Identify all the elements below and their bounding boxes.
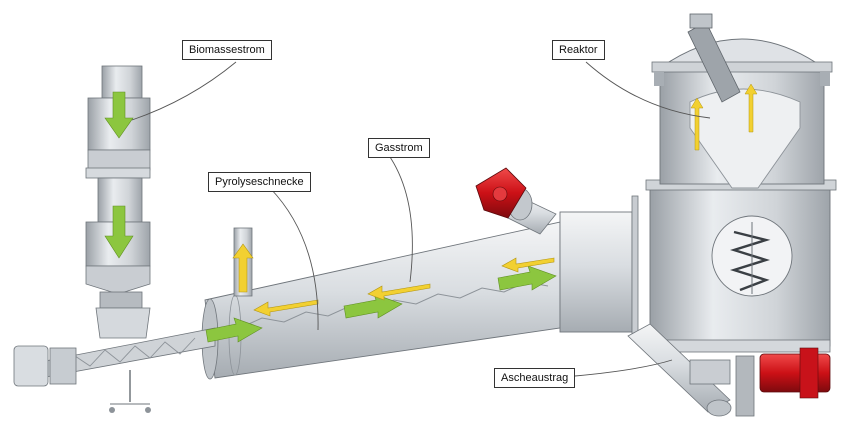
label-gas-stream: Gasstrom: [368, 138, 430, 158]
flow-arrow-yellow: [232, 243, 254, 293]
flow-arrow-green: [343, 293, 403, 319]
label-biomass-stream: Biomassestrom: [182, 40, 272, 60]
flow-arrow-green: [205, 317, 263, 343]
label-reactor: Reaktor: [552, 40, 605, 60]
label-pyrolysis-screw: Pyrolyseschnecke: [208, 172, 311, 192]
reactor-housing: [559, 38, 837, 353]
geared-motor-red-upper: [475, 167, 527, 219]
flow-arrow-green: [104, 205, 134, 259]
flow-arrow-yellow: [253, 299, 319, 317]
geared-motor-red-lower: [759, 347, 831, 399]
ash-discharge-pipe: [627, 323, 732, 417]
label-ash-discharge: Ascheaustrag: [494, 368, 576, 388]
flow-arrow-yellow: [690, 97, 704, 151]
reactor-feed-pipe: [687, 13, 741, 103]
callout-leader-lines: [131, 61, 711, 377]
flow-arrow-yellow: [501, 257, 555, 273]
flow-arrow-yellow: [367, 283, 431, 301]
flow-arrow-green: [497, 265, 557, 291]
support-frame: [689, 355, 755, 417]
flow-arrow-green: [104, 91, 134, 139]
biomass-feed-column: [85, 65, 151, 339]
flow-arrow-yellow: [744, 83, 758, 133]
